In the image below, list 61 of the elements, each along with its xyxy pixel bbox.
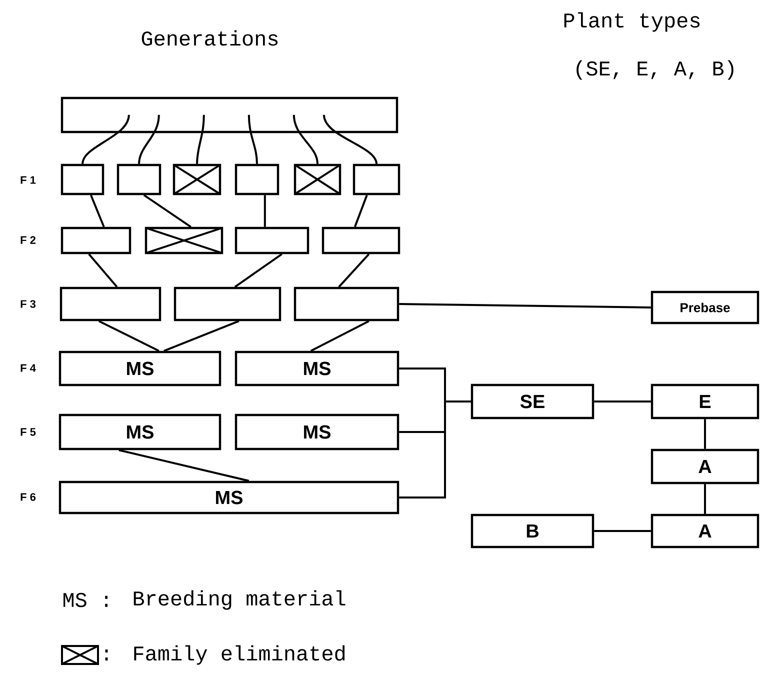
labelled-box: MS	[234, 414, 400, 450]
crossed-box	[294, 164, 342, 196]
empty-box	[60, 96, 398, 134]
connector-line	[594, 530, 651, 532]
connector-line	[234, 253, 282, 288]
labelled-box: MS	[58, 350, 222, 386]
connector-line	[399, 303, 651, 308]
labelled-box: MS	[234, 350, 400, 386]
connector-line	[98, 320, 160, 352]
connector-line	[143, 194, 192, 228]
generation-label: F 3	[20, 300, 36, 308]
generation-label: F 6	[20, 493, 36, 501]
legend-key: :	[105, 649, 108, 661]
connector-line	[399, 400, 471, 498]
generation-label: F 5	[20, 428, 36, 436]
labelled-box: A	[650, 514, 760, 548]
empty-box	[174, 286, 282, 322]
connector-line	[338, 253, 370, 288]
generation-label: F 4	[20, 364, 36, 372]
crossed-box	[144, 226, 224, 254]
empty-box	[60, 286, 162, 322]
labelled-box: MS	[58, 414, 222, 450]
crossed-box	[172, 164, 222, 196]
connector-line	[138, 114, 160, 164]
empty-box	[60, 164, 104, 196]
column-heading: Generations	[142, 30, 278, 46]
generation-label: F 1	[20, 176, 36, 184]
connector-line	[248, 114, 258, 164]
column-heading: Plant types	[564, 12, 700, 32]
connector-line	[704, 484, 706, 514]
connector-line	[354, 194, 368, 228]
connector-line	[292, 114, 318, 164]
labelled-box: B	[470, 514, 594, 548]
connector-line	[310, 320, 370, 352]
legend-text: Family eliminated	[134, 645, 345, 665]
labelled-box: MS	[58, 480, 400, 514]
empty-box	[294, 286, 400, 322]
empty-box	[352, 164, 400, 196]
empty-box	[60, 226, 132, 254]
connector-line	[90, 194, 105, 228]
labelled-box: E	[650, 384, 760, 420]
connector-line	[594, 400, 651, 402]
connector-line	[82, 114, 130, 164]
connector-line	[164, 320, 240, 352]
connector-line	[264, 195, 266, 227]
legend-key: MS :	[64, 592, 108, 608]
labelled-box: SE	[470, 384, 594, 420]
connector-line	[322, 114, 378, 164]
column-heading: (SE, E, A, B)	[576, 60, 734, 80]
generation-label: F 2	[20, 236, 36, 244]
labelled-box: A	[650, 448, 760, 484]
empty-box	[234, 226, 310, 254]
labelled-box: Prebase	[650, 290, 760, 324]
connector-line	[196, 114, 205, 164]
connector-line	[118, 449, 250, 482]
legend-text: Breeding material	[134, 590, 346, 610]
empty-box	[234, 164, 280, 196]
connector-line	[88, 253, 118, 288]
empty-box	[116, 164, 162, 196]
empty-box	[322, 226, 400, 254]
connector-line	[704, 419, 706, 449]
